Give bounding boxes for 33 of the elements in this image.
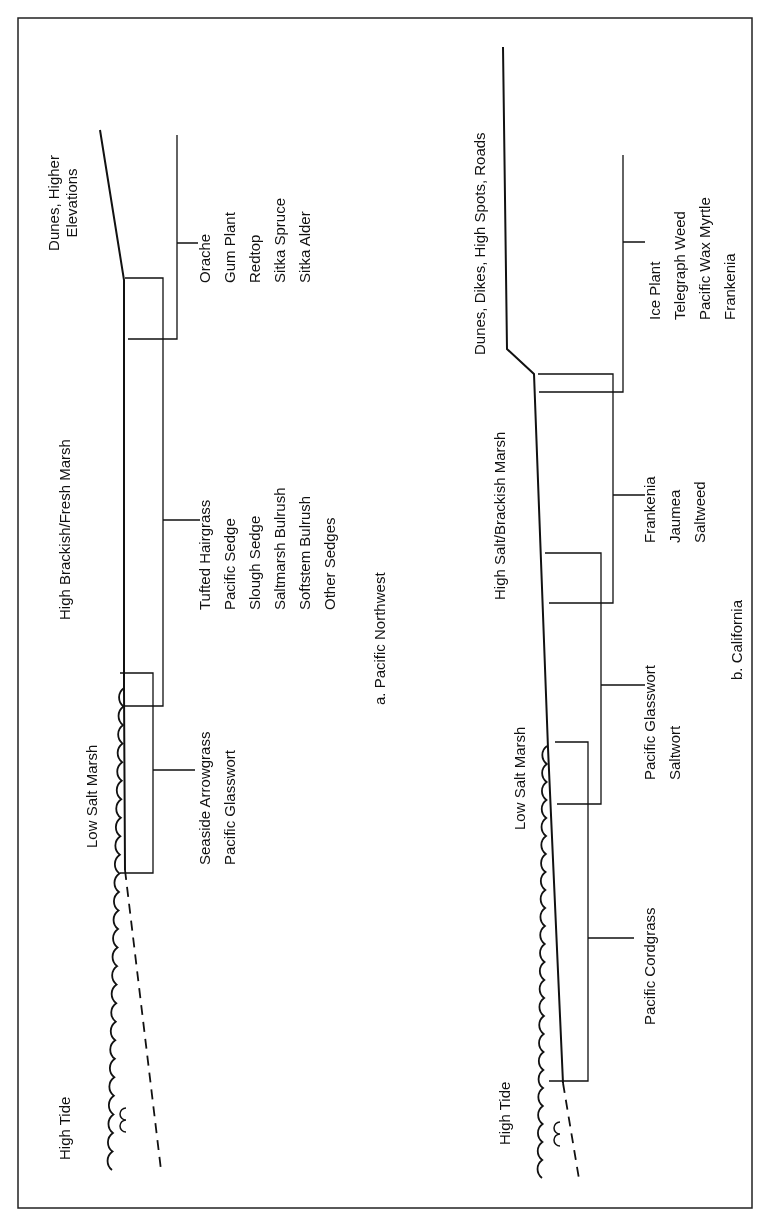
- species-name: Redtop: [246, 234, 264, 283]
- species-name: Seaside Arrowgrass: [196, 731, 214, 865]
- species-name: Slough Sedge: [246, 515, 264, 610]
- zone-label: High Tide: [496, 1081, 514, 1145]
- species-name: Jaumea: [666, 489, 684, 543]
- species-name: Pacific Cordgrass: [641, 907, 659, 1025]
- species-name: Pacific Wax Myrtle: [696, 197, 714, 320]
- species-name: Gum Plant: [221, 212, 239, 283]
- species-name: Orache: [196, 233, 214, 283]
- species-name: Pacific Glasswort: [641, 664, 659, 780]
- zone-label: Dunes, Dikes, High Spots, Roads: [471, 132, 489, 355]
- species-name: Sitka Spruce: [271, 197, 289, 283]
- zone-label: Dunes, Higher Elevations: [45, 154, 81, 253]
- species-name: Pacific Sedge: [221, 518, 239, 610]
- zone-label: High Tide: [56, 1096, 74, 1160]
- species-name: Sitka Alder: [296, 211, 314, 283]
- zone-label: High Salt/Brackish Marsh: [491, 431, 509, 600]
- species-name: Frankenia: [641, 476, 659, 543]
- species-name: Pacific Glasswort: [221, 749, 239, 865]
- species-name: Telegraph Weed: [671, 211, 689, 320]
- species-name: Softstem Bulrush: [296, 495, 314, 610]
- species-name: Saltweed: [691, 481, 709, 543]
- zone-label: Low Salt Marsh: [511, 726, 529, 830]
- species-name: Tufted Hairgrass: [196, 499, 214, 610]
- panel-caption: a. Pacific Northwest: [371, 572, 389, 705]
- panel-caption: b. California: [728, 599, 746, 680]
- zone-label: Low Salt Marsh: [83, 744, 101, 848]
- species-name: Frankenia: [721, 253, 739, 320]
- species-name: Saltmarsh Bulrush: [271, 487, 289, 610]
- species-name: Saltwort: [666, 725, 684, 780]
- zone-label: High Brackish/Fresh Marsh: [56, 439, 74, 620]
- species-name: Ice Plant: [646, 261, 664, 320]
- species-name: Other Sedges: [321, 517, 339, 610]
